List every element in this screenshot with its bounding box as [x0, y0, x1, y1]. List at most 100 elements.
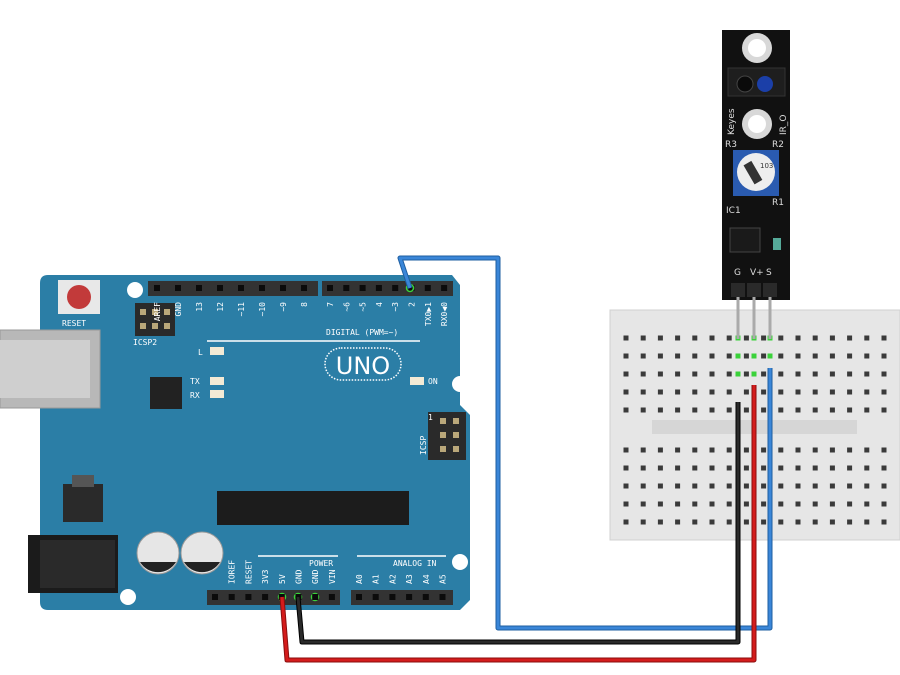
breadboard-hole[interactable] [692, 389, 698, 395]
header-pin-7[interactable] [327, 285, 333, 291]
breadboard-hole[interactable] [657, 407, 663, 413]
breadboard-hole[interactable] [847, 335, 853, 341]
breadboard-hole[interactable] [726, 335, 732, 341]
breadboard-hole[interactable] [657, 483, 663, 489]
breadboard-hole[interactable] [864, 519, 870, 525]
breadboard-hole[interactable] [726, 389, 732, 395]
breadboard-hole[interactable] [881, 483, 887, 489]
breadboard-hole[interactable] [657, 335, 663, 341]
breadboard-hole[interactable] [847, 371, 853, 377]
breadboard-hole[interactable] [675, 465, 681, 471]
breadboard-hole[interactable] [623, 483, 629, 489]
breadboard-hole[interactable] [657, 447, 663, 453]
breadboard-hole[interactable] [743, 353, 749, 359]
sensor-pin[interactable] [768, 297, 772, 339]
breadboard-hole[interactable] [778, 371, 784, 377]
breadboard-hole[interactable] [657, 465, 663, 471]
breadboard-hole[interactable] [726, 353, 732, 359]
header-pin-gnd[interactable] [175, 285, 181, 291]
header-pin-gnd[interactable] [312, 594, 319, 600]
breadboard-hole[interactable] [812, 407, 818, 413]
breadboard-hole[interactable] [743, 407, 749, 413]
breadboard-hole[interactable] [726, 465, 732, 471]
breadboard-hole[interactable] [640, 519, 646, 525]
breadboard-hole[interactable] [640, 465, 646, 471]
breadboard-hole[interactable] [709, 335, 715, 341]
breadboard-hole[interactable] [675, 519, 681, 525]
breadboard-hole[interactable] [657, 389, 663, 395]
header-pin-10[interactable] [259, 285, 265, 291]
breadboard-hole[interactable] [692, 371, 698, 377]
breadboard-hole[interactable] [623, 371, 629, 377]
breadboard-hole[interactable] [812, 465, 818, 471]
breadboard-hole[interactable] [812, 353, 818, 359]
breadboard-hole[interactable] [864, 335, 870, 341]
header-pin-9[interactable] [280, 285, 286, 291]
breadboard-hole[interactable] [795, 407, 801, 413]
breadboard-hole[interactable] [709, 353, 715, 359]
breadboard-hole[interactable] [675, 447, 681, 453]
breadboard-hole[interactable] [623, 447, 629, 453]
header-pin-ioref[interactable] [228, 594, 235, 600]
header-pin-5v[interactable] [278, 594, 285, 600]
breadboard-hole[interactable] [829, 519, 835, 525]
breadboard-hole[interactable] [881, 353, 887, 359]
breadboard-hole[interactable] [623, 407, 629, 413]
breadboard-hole[interactable] [812, 447, 818, 453]
breadboard-hole[interactable] [778, 407, 784, 413]
breadboard-hole[interactable] [743, 519, 749, 525]
breadboard-hole[interactable] [847, 501, 853, 507]
breadboard-hole[interactable] [778, 353, 784, 359]
breadboard-hole[interactable] [743, 465, 749, 471]
breadboard-hole[interactable] [761, 353, 767, 359]
header-pin-rx00[interactable] [441, 285, 448, 291]
breadboard-hole[interactable] [881, 335, 887, 341]
breadboard-hole[interactable] [778, 389, 784, 395]
breadboard-hole[interactable] [864, 407, 870, 413]
breadboard-hole[interactable] [692, 447, 698, 453]
breadboard-hole[interactable] [692, 465, 698, 471]
breadboard-hole[interactable] [743, 371, 749, 377]
header-pin-a1[interactable] [372, 594, 379, 600]
header-pin-11[interactable] [238, 285, 244, 291]
breadboard-hole[interactable] [795, 501, 801, 507]
breadboard-hole[interactable] [761, 447, 767, 453]
breadboard-hole[interactable] [881, 447, 887, 453]
breadboard-hole[interactable] [864, 501, 870, 507]
breadboard-hole[interactable] [864, 465, 870, 471]
breadboard-hole[interactable] [692, 483, 698, 489]
wire-power[interactable] [279, 385, 757, 663]
header-pin-2[interactable] [408, 285, 415, 291]
breadboard-hole[interactable] [864, 483, 870, 489]
breadboard-hole[interactable] [778, 335, 784, 341]
breadboard-hole[interactable] [847, 483, 853, 489]
breadboard-hole[interactable] [829, 389, 835, 395]
breadboard-hole[interactable] [847, 353, 853, 359]
breadboard-hole[interactable] [812, 389, 818, 395]
breadboard-hole[interactable] [675, 353, 681, 359]
breadboard-hole[interactable] [812, 501, 818, 507]
breadboard-hole[interactable] [795, 519, 801, 525]
breadboard-hole[interactable] [881, 371, 887, 377]
breadboard-hole[interactable] [640, 483, 646, 489]
breadboard-hole[interactable] [657, 519, 663, 525]
sensor-pin[interactable] [736, 297, 740, 339]
breadboard-hole[interactable] [726, 519, 732, 525]
breadboard-hole[interactable] [640, 389, 646, 395]
header-pin-12[interactable] [217, 285, 223, 291]
breadboard-hole[interactable] [657, 353, 663, 359]
breadboard-hole[interactable] [812, 335, 818, 341]
breadboard-hole[interactable] [709, 447, 715, 453]
breadboard-hole[interactable] [864, 389, 870, 395]
breadboard-hole[interactable] [847, 389, 853, 395]
breadboard-hole[interactable] [709, 465, 715, 471]
breadboard-hole[interactable] [881, 519, 887, 525]
header-pin-nc[interactable] [212, 594, 218, 600]
breadboard-hole[interactable] [675, 371, 681, 377]
breadboard-hole[interactable] [743, 483, 749, 489]
breadboard-hole[interactable] [709, 371, 715, 377]
header-pin-aref[interactable] [154, 285, 160, 291]
breadboard-hole[interactable] [640, 501, 646, 507]
breadboard-hole[interactable] [726, 501, 732, 507]
breadboard-hole[interactable] [795, 483, 801, 489]
